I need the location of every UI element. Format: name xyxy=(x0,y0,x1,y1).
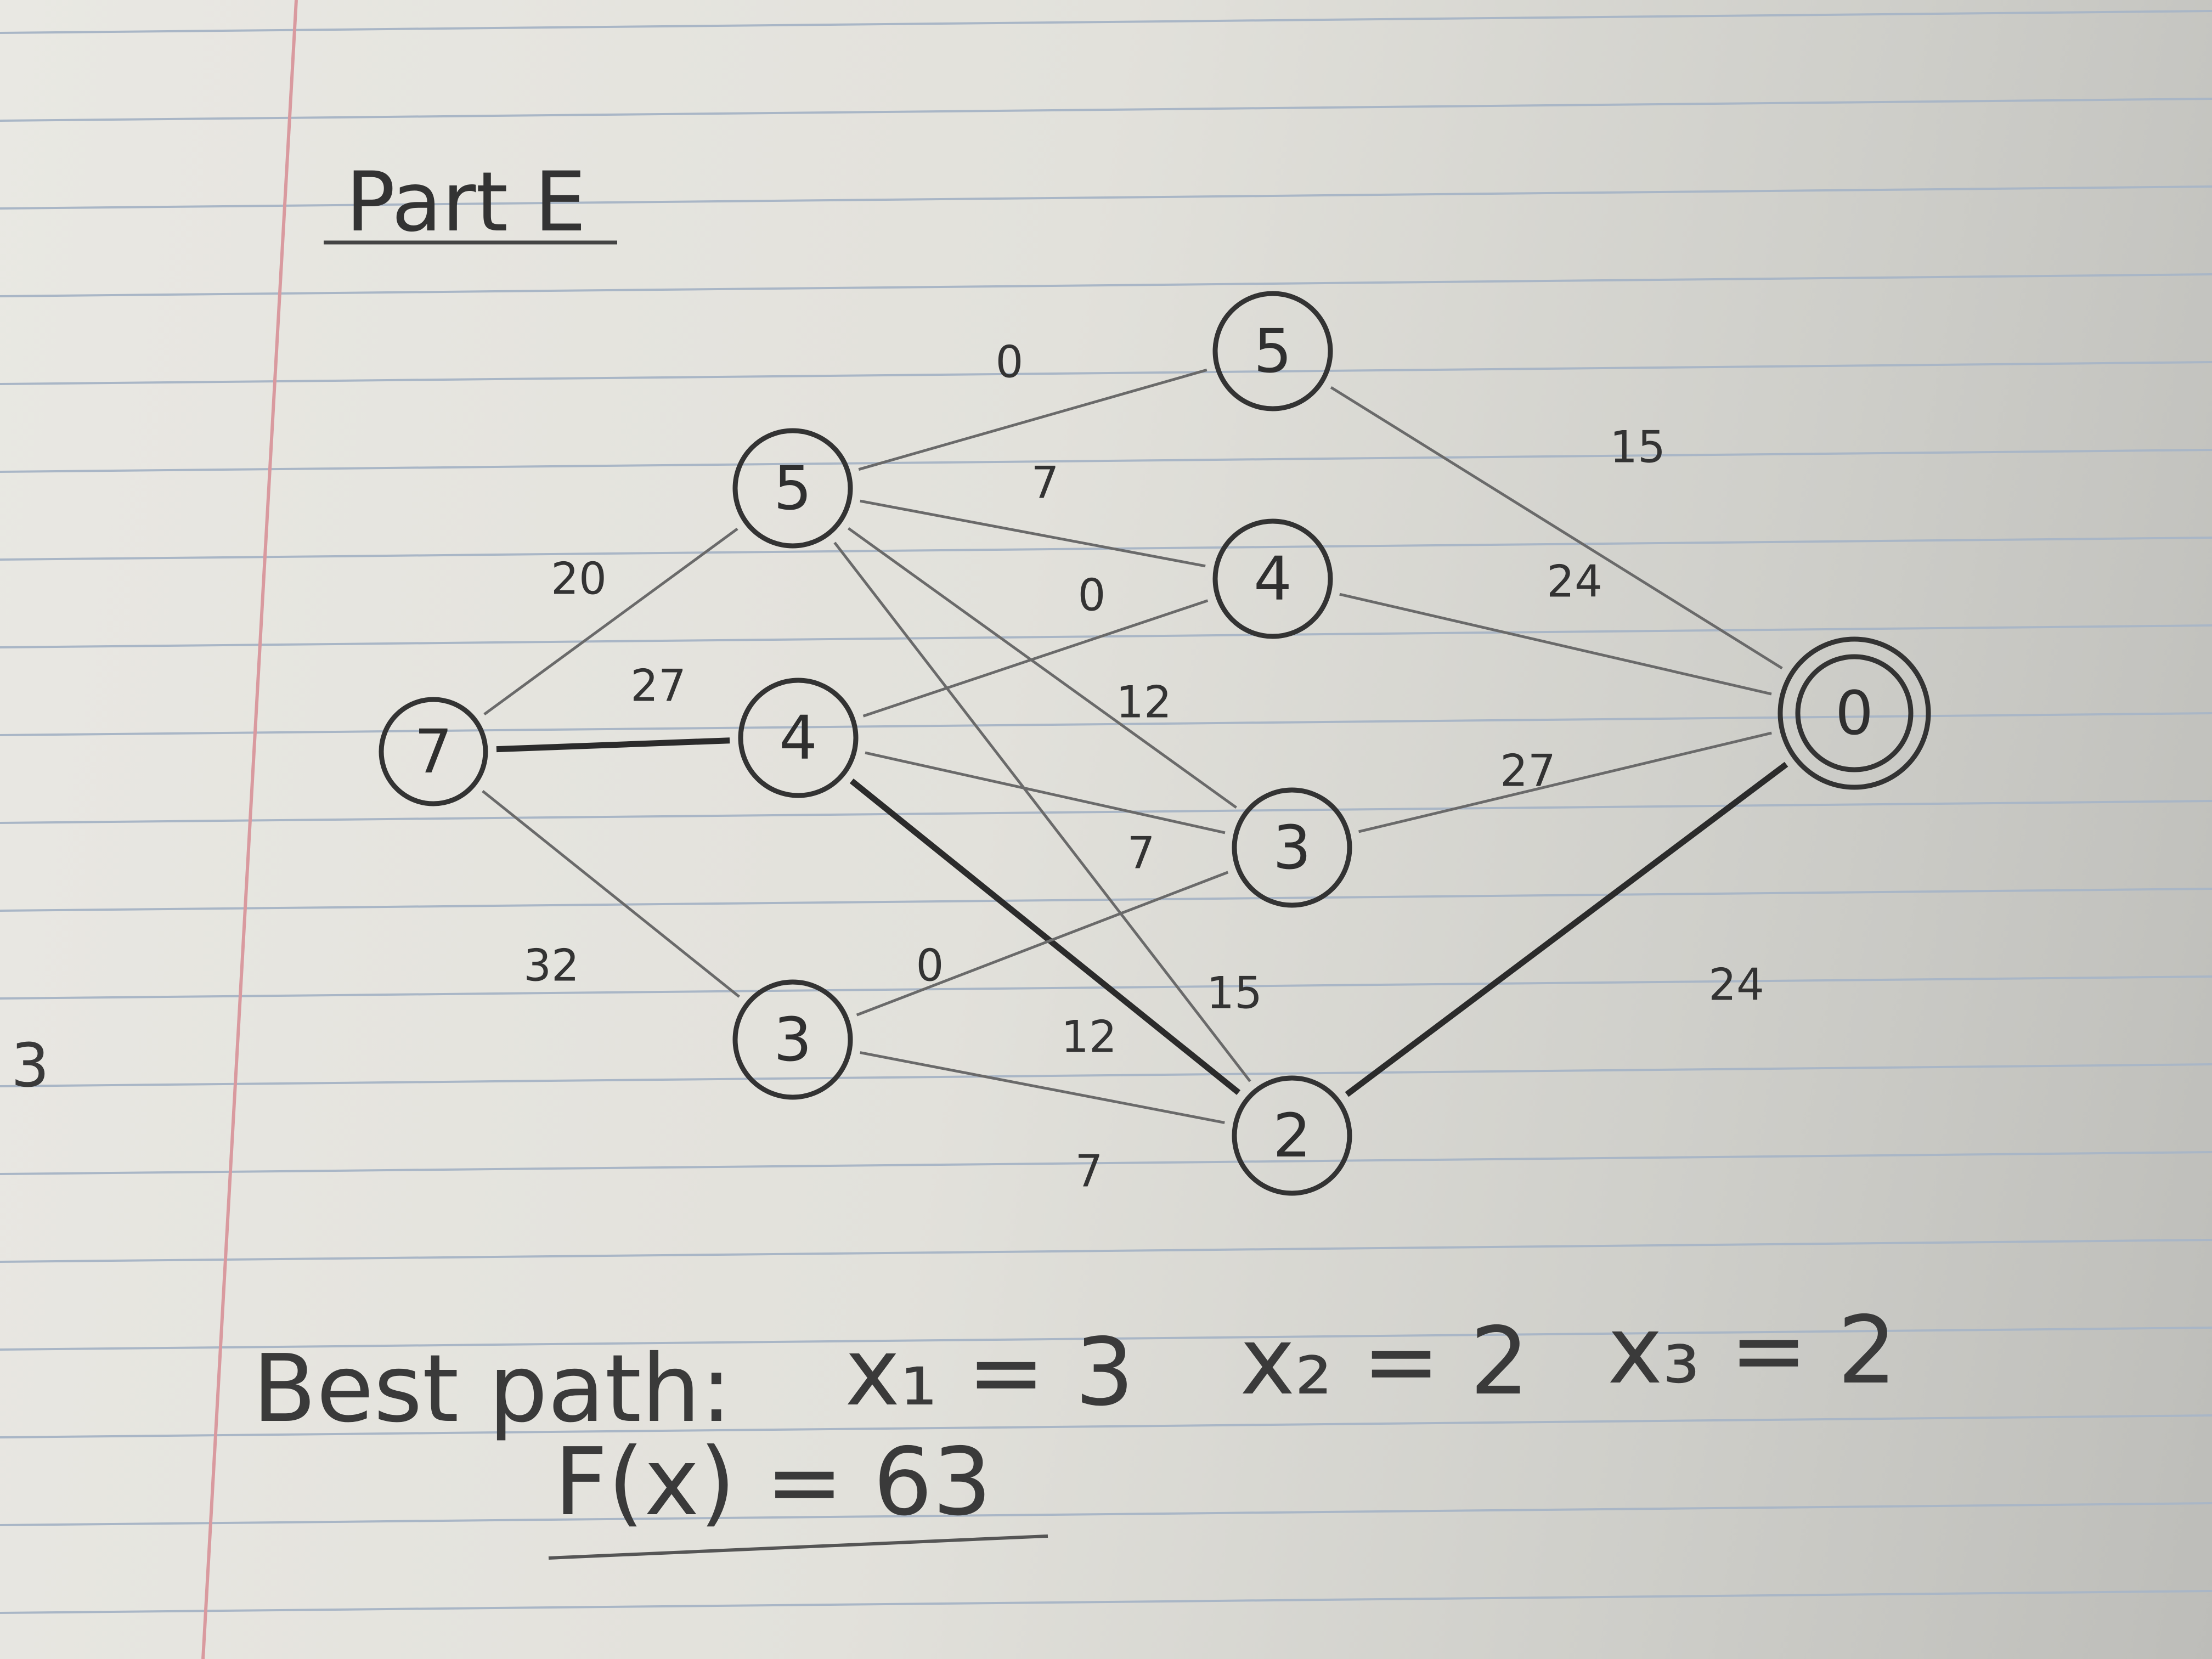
node-label: 0 xyxy=(1835,678,1874,748)
node-s: 7 xyxy=(379,697,488,806)
objective-underline xyxy=(548,1534,1048,1560)
edge-a3-b3 xyxy=(856,871,1229,1017)
edge-b4-t xyxy=(1345,761,1788,1097)
node-label: 5 xyxy=(1254,316,1292,386)
edge-weight-label: 27 xyxy=(1500,746,1556,797)
node-t: 0 xyxy=(1778,636,1931,790)
edge-weight-label: 0 xyxy=(916,940,944,991)
heading: Part E xyxy=(346,155,586,250)
node-label: 7 xyxy=(414,716,453,787)
node-label: 3 xyxy=(1273,812,1311,883)
node-b4: 2 xyxy=(1232,1075,1352,1196)
node-a1: 5 xyxy=(732,428,853,549)
node-b1: 5 xyxy=(1212,291,1333,411)
node-label: 4 xyxy=(779,703,817,773)
margin-note: 3 xyxy=(11,1030,49,1101)
ruled-line xyxy=(0,98,2212,122)
ruled-line xyxy=(0,1414,2212,1438)
edge-a3-b4 xyxy=(860,1051,1225,1124)
ruled-line xyxy=(0,888,2212,912)
edge-weight-label: 27 xyxy=(630,661,686,712)
node-label: 2 xyxy=(1273,1101,1311,1171)
ruled-line xyxy=(0,1327,2212,1351)
edge-a1-b2 xyxy=(860,499,1206,568)
node-circle xyxy=(1212,291,1333,411)
ruled-line xyxy=(0,624,2212,648)
node-circle xyxy=(1232,787,1352,908)
ruled-line xyxy=(0,1151,2212,1175)
node-circle xyxy=(738,678,859,798)
edge-weight-label: 24 xyxy=(1708,960,1764,1011)
node-label: 5 xyxy=(774,453,812,523)
edge-a1-b1 xyxy=(858,368,1207,471)
edge-weight-label: 32 xyxy=(523,940,579,991)
node-a3: 3 xyxy=(732,979,853,1100)
ruled-line xyxy=(0,712,2212,736)
edge-weight-label: 7 xyxy=(1031,458,1059,509)
node-circle xyxy=(732,428,853,549)
node-b2: 4 xyxy=(1212,518,1333,639)
edge-a1-b3 xyxy=(847,527,1238,809)
edge-weight-label: 24 xyxy=(1547,556,1602,607)
edge-weight-label: 0 xyxy=(1078,570,1106,621)
ruled-line xyxy=(0,1590,2212,1614)
edges xyxy=(482,368,1788,1124)
edge-weight-label: 20 xyxy=(551,554,607,605)
ruled-line xyxy=(0,361,2212,385)
ruled-line xyxy=(0,800,2212,824)
edge-s-a2 xyxy=(496,737,730,753)
node-circle xyxy=(1212,518,1333,639)
edge-weight-label: 12 xyxy=(1116,677,1172,728)
edge-weight-label: 15 xyxy=(1610,422,1666,473)
ruled-line xyxy=(0,1239,2212,1263)
edge-b3-t xyxy=(1358,731,1772,833)
ruled-lines xyxy=(0,10,2212,1614)
ruled-line xyxy=(0,1502,2212,1526)
ruled-line xyxy=(0,185,2212,210)
edge-a1-b4 xyxy=(833,541,1251,1082)
ruled-line xyxy=(0,1063,2212,1087)
node-circle xyxy=(379,697,488,806)
node-b3: 3 xyxy=(1232,787,1352,908)
edge-s-a3 xyxy=(482,789,741,998)
node-circle xyxy=(732,979,853,1100)
edge-s-a1 xyxy=(483,527,738,716)
edge-a2-b4 xyxy=(849,778,1241,1095)
node-a2: 4 xyxy=(738,678,859,798)
edge-a2-b2 xyxy=(862,599,1209,718)
objective-value: F(x) = 63 xyxy=(554,1428,992,1537)
x3-assignment: x₃ = 2 xyxy=(1607,1296,1897,1405)
best-path-label: Best path: xyxy=(252,1335,732,1443)
ruled-line xyxy=(0,449,2212,473)
x2-assignment: x₂ = 2 xyxy=(1240,1307,1529,1416)
node-circle xyxy=(1232,1075,1352,1196)
edge-b2-t xyxy=(1339,592,1772,696)
edge-a2-b3 xyxy=(865,751,1226,834)
ruled-line xyxy=(0,10,2212,34)
edge-weight-label: 12 xyxy=(1061,1012,1117,1063)
margin-line xyxy=(201,0,298,1659)
ruled-line xyxy=(0,273,2212,297)
edge-weight-label: 15 xyxy=(1206,968,1262,1019)
node-circle xyxy=(1778,636,1931,790)
edge-weight-label: 7 xyxy=(1127,828,1155,879)
edge-weight-label: 7 xyxy=(1075,1146,1103,1197)
node-label: 3 xyxy=(774,1005,812,1075)
node-label: 4 xyxy=(1254,544,1292,614)
sink-inner-circle xyxy=(1795,654,1914,772)
x1-assignment: x₁ = 3 xyxy=(845,1318,1134,1427)
edge-b1-t xyxy=(1330,386,1783,670)
edge-weight-label: 0 xyxy=(996,337,1024,388)
